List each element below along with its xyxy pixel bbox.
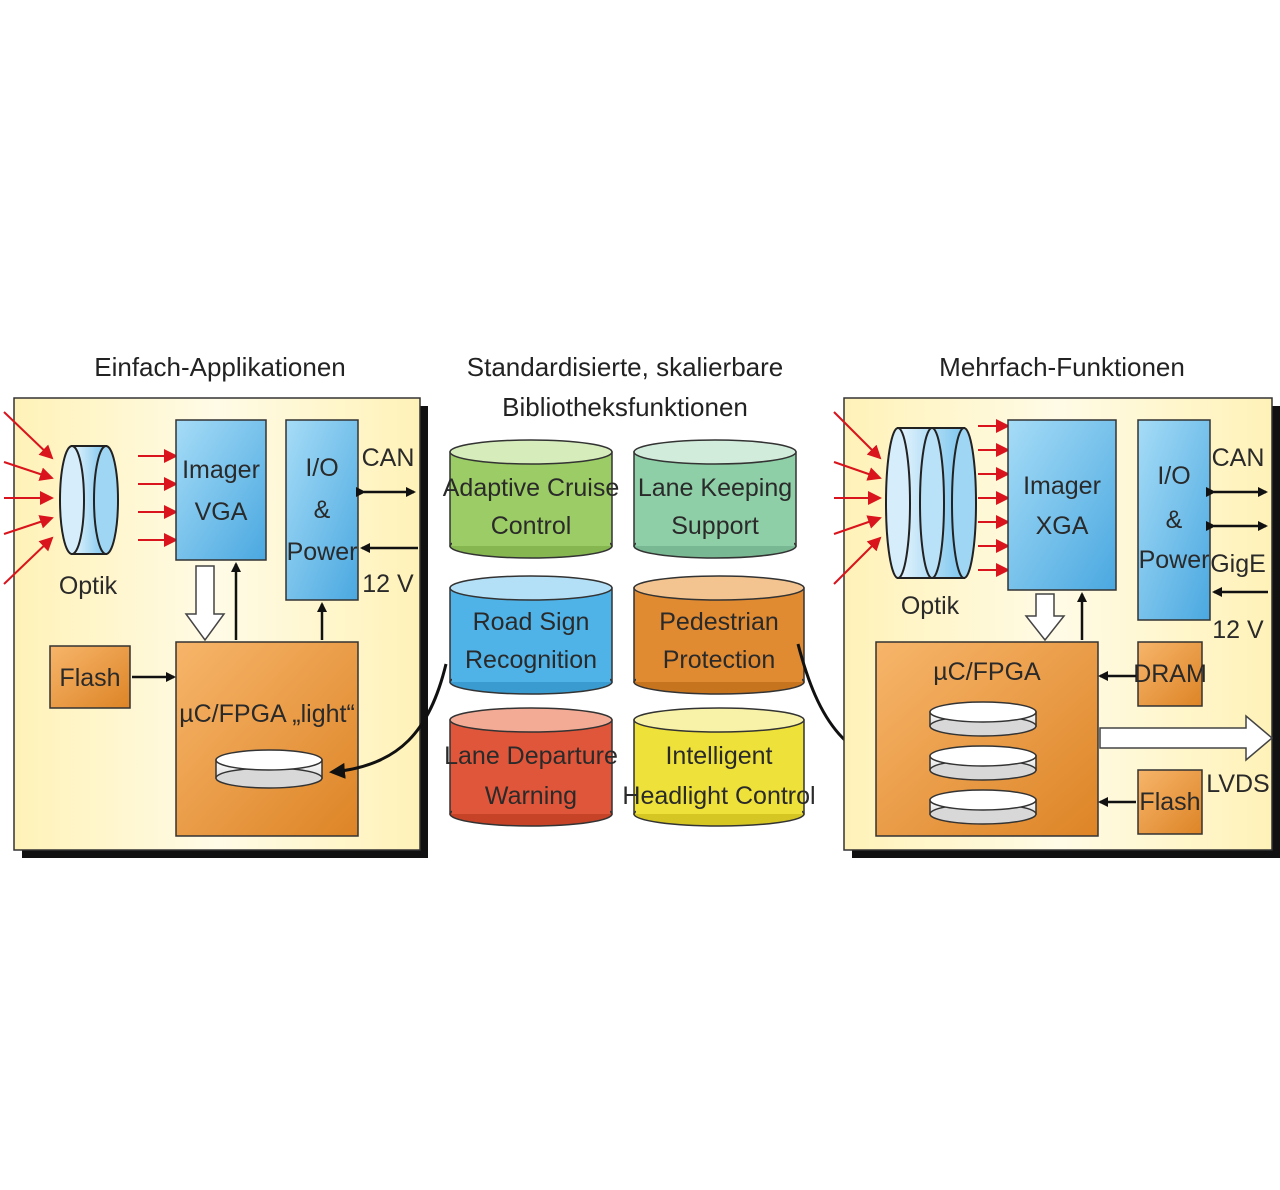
library-adaptive-cruise-control: Adaptive Cruise Control xyxy=(443,439,619,559)
light-ray xyxy=(3,461,54,481)
right-io-label-line2: & xyxy=(1166,506,1183,534)
right-io-label-line3: Power xyxy=(1139,546,1210,574)
right-flash-block xyxy=(1137,769,1203,835)
right-can-label: CAN xyxy=(1212,444,1265,472)
right-imager-to-processor-arrow xyxy=(1024,593,1066,642)
library-road-sign-recognition-line1: Road Sign xyxy=(473,608,590,636)
library-intelligent-headlight-control: Intelligent Headlight Control xyxy=(622,707,816,827)
left-flash-block xyxy=(49,645,131,709)
left-flash-label: Flash xyxy=(59,664,120,692)
left-io-label-line1: I/O xyxy=(305,454,338,482)
left-imager-input-arrows xyxy=(138,449,178,547)
library-lane-departure-warning-line1: Lane Departure xyxy=(444,742,618,770)
right-processor-library-disk xyxy=(929,701,1037,737)
right-dram-block xyxy=(1137,641,1203,707)
library-road-sign-recognition-line2: Recognition xyxy=(465,646,597,674)
light-ray xyxy=(833,536,882,585)
library-pedestrian-protection-line2: Protection xyxy=(663,646,776,674)
light-ray xyxy=(3,411,54,460)
right-dram-label: DRAM xyxy=(1133,660,1207,688)
left-panel-title: Einfach-Applikationen xyxy=(94,352,346,382)
light-ray xyxy=(3,515,54,535)
right-imager-label-line2: XGA xyxy=(1036,512,1089,540)
left-io-label-line3: Power xyxy=(287,538,358,566)
right-12v-label: 12 V xyxy=(1212,616,1264,644)
road-sign-to-left-processor-arrow xyxy=(329,663,448,779)
library-lane-departure-warning-line2: Warning xyxy=(485,782,577,810)
library-road-sign-recognition: Road Sign Recognition xyxy=(449,575,613,695)
library-intelligent-headlight-control-line1: Intelligent xyxy=(665,742,772,770)
light-ray xyxy=(833,411,882,460)
left-processor-label: µC/FPGA „light“ xyxy=(179,700,355,728)
library-intelligent-headlight-control-line2: Headlight Control xyxy=(622,782,815,810)
light-ray xyxy=(833,461,882,481)
left-light-rays xyxy=(3,411,54,585)
right-flash-label: Flash xyxy=(1139,788,1200,816)
left-io-label-line2: & xyxy=(314,496,331,524)
right-io-label-line1: I/O xyxy=(1157,462,1190,490)
library-adaptive-cruise-control-line2: Control xyxy=(491,512,572,540)
right-imager-input-arrows xyxy=(978,419,1010,577)
left-imager-label-line1: Imager xyxy=(182,456,260,484)
right-imager-label-line1: Imager xyxy=(1023,472,1101,500)
left-imager-label-line2: VGA xyxy=(195,498,248,526)
left-processor-block xyxy=(175,641,359,837)
right-light-rays xyxy=(833,411,882,585)
right-processor-label: µC/FPGA xyxy=(933,658,1041,686)
right-lvds-label: LVDS xyxy=(1206,770,1269,798)
left-optik-lens xyxy=(59,445,119,555)
left-optik-label: Optik xyxy=(59,572,118,600)
left-imager-block xyxy=(175,419,267,561)
right-imager-block xyxy=(1007,419,1117,591)
right-io-power-block xyxy=(1137,419,1211,621)
left-panel: Optik Imager VGA I/O & Power CAN 12 V µC… xyxy=(3,397,428,858)
center-title-line2: Bibliotheksfunktionen xyxy=(502,392,748,422)
left-imager-to-processor-arrow xyxy=(184,565,226,642)
library-functions: Adaptive Cruise Control Lane Keeping Sup… xyxy=(443,439,816,827)
left-can-label: CAN xyxy=(362,444,415,472)
right-optik-lens xyxy=(885,427,977,579)
left-io-power-block xyxy=(285,419,359,601)
right-processor-library-disk xyxy=(929,789,1037,825)
light-ray xyxy=(3,536,54,585)
library-pedestrian-protection-line1: Pedestrian xyxy=(659,608,779,636)
right-panel: Optik Imager XGA I/O & Power CAN GigE 12… xyxy=(833,397,1280,858)
right-optik-label: Optik xyxy=(901,592,960,620)
library-pedestrian-protection: Pedestrian Protection xyxy=(633,575,805,695)
light-ray xyxy=(833,515,882,535)
left-12v-label: 12 V xyxy=(362,570,414,598)
left-processor-library-disk xyxy=(215,749,323,789)
right-processor-library-disk xyxy=(929,745,1037,781)
library-lane-departure-warning: Lane Departure Warning xyxy=(444,707,618,827)
right-panel-title: Mehrfach-Funktionen xyxy=(939,352,1185,382)
right-lvds-output-arrow xyxy=(1099,714,1274,762)
library-lane-keeping-support: Lane Keeping Support xyxy=(633,439,797,559)
right-gige-label: GigE xyxy=(1210,550,1266,578)
library-lane-keeping-support-line1: Lane Keeping xyxy=(638,474,792,502)
center-title-line1: Standardisierte, skalierbare xyxy=(467,352,784,382)
library-lane-keeping-support-line2: Support xyxy=(671,512,759,540)
library-adaptive-cruise-control-line1: Adaptive Cruise xyxy=(443,474,619,502)
